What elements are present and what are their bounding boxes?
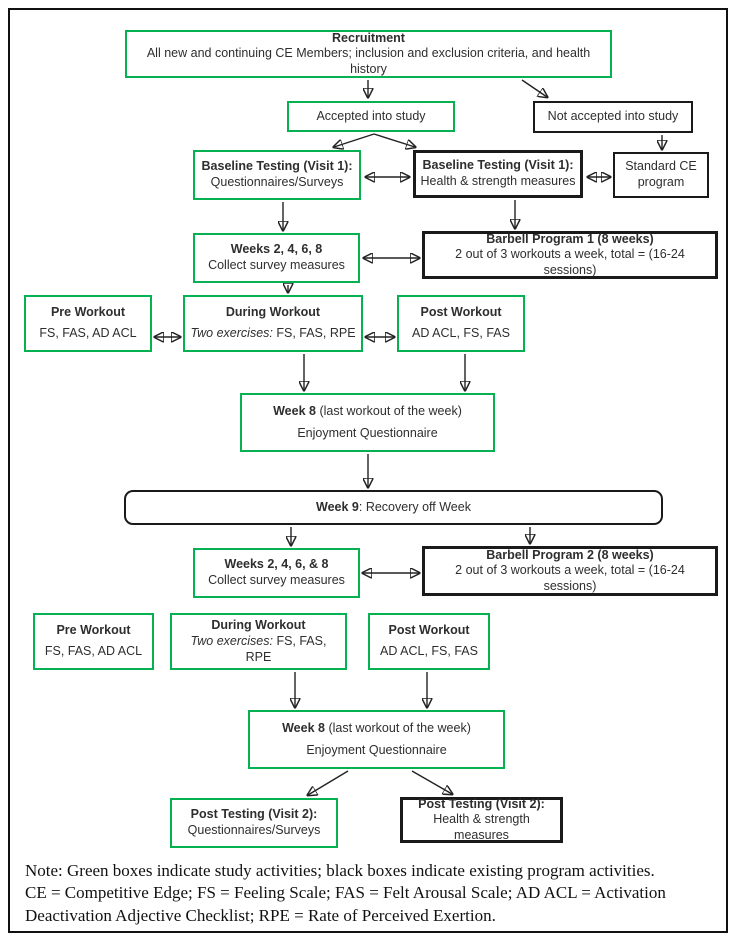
weeks2-body: Collect survey measures [208, 573, 345, 587]
post-workout1-body: AD ACL, FS, FAS [412, 326, 510, 341]
baseline-health-box: Baseline Testing (Visit 1): Health & str… [413, 150, 583, 198]
post-testing-surveys-body: Questionnaires/Surveys [187, 823, 321, 837]
during-workout2-body-italic: Two exercises: [190, 634, 273, 649]
during-workout1-box: During Workout Two exercises: FS, FAS, R… [183, 295, 363, 352]
during-workout2-body-rest: FS, FAS, RPE [245, 634, 327, 664]
barbell2-title: Barbell Program 2 (8 weeks) [486, 547, 654, 562]
week9-label-rest: : Recovery off Week [358, 499, 471, 514]
standard-ce-box: Standard CE program [613, 152, 709, 198]
not-accepted-box: Not accepted into study [533, 101, 693, 133]
week8-1-title-rest: (last workout of the week) [315, 403, 462, 418]
week8-box-2: Week 8 (last workout of the week) Enjoym… [248, 710, 505, 769]
accepted-label: Accepted into study [316, 108, 426, 123]
post-workout2-title: Post Workout [388, 622, 470, 637]
post-workout2-box: Post Workout AD ACL, FS, FAS [368, 613, 490, 670]
post-workout2-body: AD ACL, FS, FAS [380, 644, 478, 659]
during-workout2-box: During Workout Two exercises: FS, FAS, R… [170, 613, 347, 670]
arrow-accepted-baseline-health [373, 133, 415, 147]
post-workout1-title: Post Workout [420, 304, 502, 319]
arrow-week8-posttesting-health [411, 770, 452, 794]
not-accepted-label: Not accepted into study [547, 109, 679, 124]
baseline-health-body: Health & strength measures [420, 174, 576, 188]
arrow-week8-posttesting-surveys [308, 770, 349, 795]
barbell1-title: Barbell Program 1 (8 weeks) [486, 231, 654, 246]
weeks2-box: Weeks 2, 4, 6, & 8 Collect survey measur… [193, 548, 360, 598]
outer-frame [8, 8, 728, 933]
legend-note-line2: CE = Competitive Edge; FS = Feeling Scal… [25, 883, 666, 903]
week8-2-body: Enjoyment Questionnaire [306, 742, 447, 757]
week8-1-title-bold: Week 8 [273, 403, 316, 418]
during-workout1-body-rest: FS, FAS, RPE [272, 326, 356, 341]
recruitment-title: Recruitment [332, 30, 405, 45]
pre-workout2-title: Pre Workout [56, 622, 131, 637]
week8-box-1: Week 8 (last workout of the week) Enjoym… [240, 393, 495, 452]
baseline-surveys-body: Questionnaires/Surveys [210, 175, 344, 189]
week8-2-title-rest: (last workout of the week) [324, 720, 471, 735]
post-testing-surveys-box: Post Testing (Visit 2): Questionnaires/S… [170, 798, 338, 848]
during-workout1-body: Two exercises: FS, FAS, RPE [190, 326, 355, 342]
baseline-health-title: Baseline Testing (Visit 1): [422, 158, 574, 173]
during-workout1-body-italic: Two exercises: [190, 326, 273, 341]
during-workout2-title: During Workout [211, 617, 306, 632]
accepted-box: Accepted into study [287, 101, 455, 132]
pre-workout1-title: Pre Workout [50, 304, 126, 319]
barbell1-body: 2 out of 3 workouts a week, total = (16-… [455, 247, 685, 277]
week9-label: Week 9: Recovery off Week [316, 500, 471, 516]
weeks1-body: Collect survey measures [208, 258, 345, 272]
post-testing-health-box: Post Testing (Visit 2): Health & strengt… [400, 797, 563, 843]
standard-ce-label: Standard CE program [625, 159, 697, 189]
pre-workout2-body: FS, FAS, AD ACL [44, 644, 143, 659]
baseline-surveys-title: Baseline Testing (Visit 1): [201, 159, 353, 174]
recruitment-box: Recruitment All new and continuing CE Me… [125, 30, 612, 78]
pre-workout2-box: Pre Workout FS, FAS, AD ACL [33, 613, 154, 670]
weeks2-title: Weeks 2, 4, 6, & 8 [224, 557, 329, 572]
barbell2-box: Barbell Program 2 (8 weeks) 2 out of 3 w… [422, 546, 718, 596]
week8-2-title-bold: Week 8 [282, 720, 325, 735]
post-testing-surveys-title: Post Testing (Visit 2): [190, 807, 318, 822]
post-testing-health-body: Health & strength measures [433, 812, 530, 842]
week9-label-bold: Week 9 [316, 499, 359, 514]
legend-note-line3: Deactivation Adjective Checklist; RPE = … [25, 905, 496, 925]
during-workout1-title: During Workout [225, 304, 321, 319]
barbell1-box: Barbell Program 1 (8 weeks) 2 out of 3 w… [422, 231, 718, 279]
pre-workout1-box: Pre Workout FS, FAS, AD ACL [24, 295, 152, 352]
arrow-accepted-baseline-surveys [334, 133, 375, 147]
arrow-recruitment-notaccepted [521, 79, 547, 97]
pre-workout1-body: FS, FAS, AD ACL [39, 326, 137, 341]
post-workout1-box: Post Workout AD ACL, FS, FAS [397, 295, 525, 352]
legend-note: Note: Green boxes indicate study activit… [25, 860, 727, 927]
baseline-surveys-box: Baseline Testing (Visit 1): Questionnair… [193, 150, 361, 200]
week9-box: Week 9: Recovery off Week [124, 490, 663, 525]
week8-1-body: Enjoyment Questionnaire [297, 425, 438, 440]
week8-1-title: Week 8 (last workout of the week) [273, 404, 462, 420]
week8-2-title: Week 8 (last workout of the week) [282, 721, 471, 737]
post-testing-health-title: Post Testing (Visit 2): [418, 796, 545, 811]
barbell2-body: 2 out of 3 workouts a week, total = (16-… [455, 563, 685, 593]
weeks1-box: Weeks 2, 4, 6, 8 Collect survey measures [193, 233, 360, 283]
recruitment-body: All new and continuing CE Members; inclu… [146, 46, 591, 76]
during-workout2-body: Two exercises: FS, FAS, RPE [176, 634, 341, 665]
legend-note-line1: Note: Green boxes indicate study activit… [25, 861, 655, 880]
weeks1-title: Weeks 2, 4, 6, 8 [230, 242, 323, 257]
